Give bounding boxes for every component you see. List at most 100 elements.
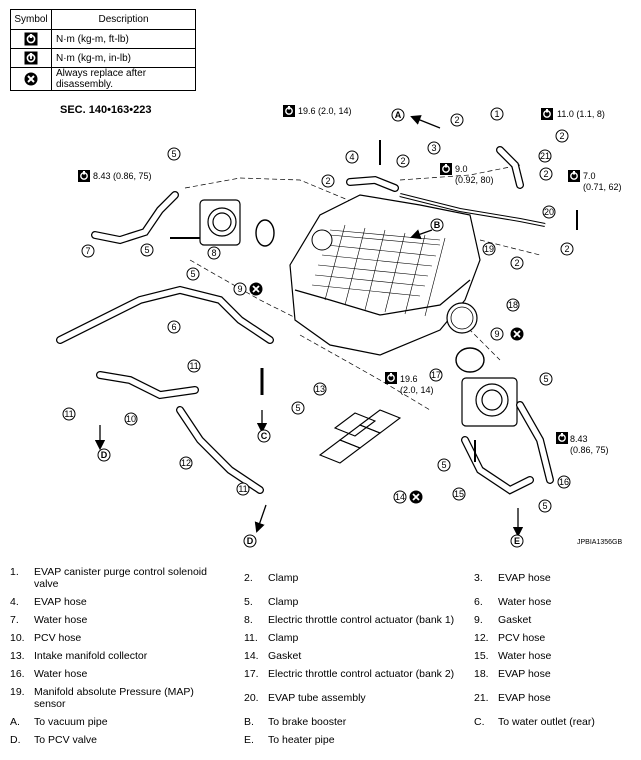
section-label: SEC. 140•163•223: [60, 104, 152, 116]
legend-text: Water hose: [34, 668, 88, 680]
callout-12: 12: [181, 458, 191, 468]
callout-20: 20: [544, 207, 554, 217]
callout-11c: 11: [238, 484, 247, 494]
legend-text: EVAP tube assembly: [268, 692, 366, 704]
legend-number: 7.: [10, 614, 19, 626]
callout-5g: 5: [542, 501, 547, 511]
legend-text: EVAP hose: [34, 596, 87, 608]
legend-number: 5.: [244, 596, 253, 608]
callout-19: 19: [484, 244, 494, 254]
legend-number: 3.: [474, 572, 483, 584]
intake-manifold-collector: [289, 194, 481, 356]
legend-row: 19.Manifold absolute Pressure (MAP) sens…: [10, 686, 635, 716]
legend-number: E.: [244, 734, 254, 746]
legend-text: EVAP hose: [498, 692, 551, 704]
callout-6: 6: [171, 322, 176, 332]
legend-text: PCV hose: [498, 632, 546, 644]
throttle-body-bank-2: [461, 377, 518, 427]
legend-number: 11.: [244, 632, 258, 644]
legend-text: PCV hose: [34, 632, 82, 644]
legend-row: 13.Intake manifold collector 14.Gasket 1…: [10, 650, 635, 668]
direction-c: C: [261, 431, 268, 441]
callout-5: 5: [171, 149, 176, 159]
legend-number: 1.: [10, 566, 19, 578]
torque-inlb-icon: [439, 162, 453, 176]
callout-10: 10: [126, 414, 136, 424]
callout-9: 9: [237, 284, 242, 294]
callout-5e: 5: [543, 374, 548, 384]
legend-text: EVAP hose: [498, 668, 551, 680]
torque-label: 8.43: [570, 434, 588, 444]
legend-number: 12.: [474, 632, 489, 644]
legend-number: 21.: [474, 692, 489, 704]
gasket-bank-2: [455, 347, 485, 373]
torque-label: 7.0: [583, 171, 596, 181]
legend-text: EVAP hose: [498, 572, 551, 584]
legend-row: 4.EVAP hose 5.Clamp 6.Water hose: [10, 596, 635, 614]
callout-15: 15: [454, 489, 464, 499]
callout-4: 4: [349, 152, 354, 162]
always-replace-icon: [24, 72, 38, 86]
callout-9b: 9: [494, 329, 499, 339]
legend-number: 8.: [244, 614, 253, 626]
callout-16: 16: [559, 477, 569, 487]
legend-number: 15.: [474, 650, 489, 662]
torque-label: (0.86, 75): [570, 445, 609, 455]
callout-2b: 2: [559, 131, 564, 141]
legend-text: To PCV valve: [34, 734, 98, 746]
torque-inlb-icon: [555, 431, 569, 445]
legend-text: To vacuum pipe: [34, 716, 108, 728]
direction-e: E: [514, 536, 520, 546]
legend-row: 10. PCV hose 11. Clamp 12. PCV hose: [10, 632, 635, 650]
legend-number: A.: [10, 716, 20, 728]
legend-text: Manifold absolute Pressure (MAP) sensor: [34, 686, 194, 710]
torque-label: 9.0: [455, 164, 468, 174]
legend-number: 16.: [10, 668, 25, 680]
torque-label: 19.6 (2.0, 14): [298, 106, 352, 116]
legend-number: 14.: [244, 650, 259, 662]
legend-text: Water hose: [498, 650, 552, 662]
torque-wrench-icon: [24, 32, 38, 46]
callout-2f: 2: [514, 258, 519, 268]
callout-8: 8: [211, 248, 216, 258]
torque-icon: [282, 104, 296, 118]
callout-5d: 5: [295, 403, 300, 413]
gasket-bank-1: [255, 219, 275, 247]
torque-label: (2.0, 14): [400, 385, 434, 395]
legend-text: Water hose: [498, 596, 552, 608]
torque-label: 11.0 (1.1, 8): [557, 109, 605, 119]
legend-text: Water hose: [34, 614, 88, 626]
legend-text: Clamp: [268, 632, 299, 644]
callout-21: 21: [540, 151, 550, 161]
throttle-body-bank-1: [199, 199, 241, 246]
legend-number: 18.: [474, 668, 489, 680]
legend-text: EVAP canister purge control solenoid val…: [34, 566, 207, 590]
torque-label: 8.43 (0.86, 75): [93, 171, 152, 181]
legend-number: 13.: [10, 650, 25, 662]
legend-text: To heater pipe: [268, 734, 335, 746]
callout-13: 13: [315, 384, 325, 394]
callout-11b: 11: [189, 361, 198, 371]
callout-3: 3: [431, 143, 436, 153]
callout-18: 18: [508, 300, 518, 310]
legend-row: 7. Water hose 8. Electric throttle control…: [10, 614, 635, 632]
direction-b: B: [434, 220, 441, 230]
legend-text: Gasket: [268, 650, 302, 662]
symbol-desc-3: Always replace after disassembly.: [51, 67, 196, 91]
callout-14: 14: [395, 492, 405, 502]
callout-2d: 2: [325, 176, 330, 186]
legend-number: 10.: [10, 632, 25, 644]
gasket-manifold: [318, 409, 402, 464]
callout-7: 7: [85, 246, 90, 256]
callout-5f: 5: [441, 460, 446, 470]
legend-text: Electric throttle control actuator (bank…: [268, 668, 455, 680]
legend-number: 2.: [244, 572, 253, 584]
direction-a: A: [395, 110, 402, 120]
replace-icon-gasket-9a: [248, 281, 264, 297]
legend-text: Clamp: [268, 596, 299, 608]
legend-text: Electric throttle control actuator (bank…: [268, 614, 455, 626]
direction-d2: D: [247, 536, 254, 546]
legend-row: 1. EVAP canister purge control solenoid v…: [10, 566, 635, 596]
callout-17: 17: [431, 370, 441, 380]
legend-number: B.: [244, 716, 254, 728]
